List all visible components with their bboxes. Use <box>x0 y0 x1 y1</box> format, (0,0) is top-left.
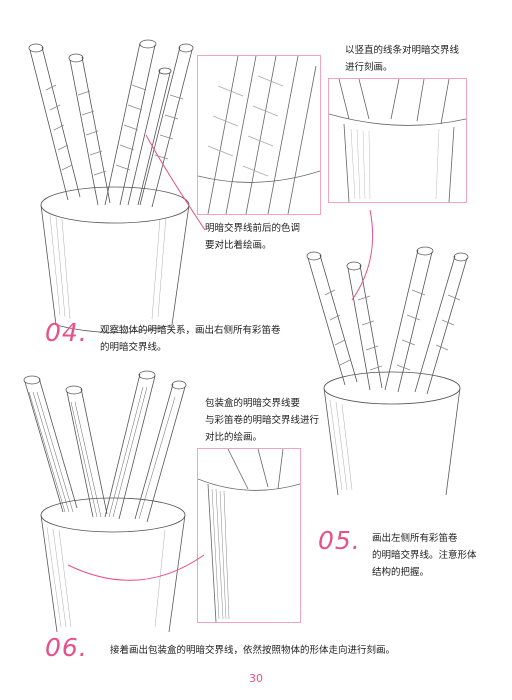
note-lower: 包装盒的明暗交界线要 与彩笛卷的明暗交界线进行 对比的绘画。 <box>205 395 319 446</box>
sketch-04 <box>28 39 194 333</box>
note-middle-line2: 要对比着绘画。 <box>205 240 272 251</box>
step-05-text: 画出左侧所有彩笛卷 的明暗交界线。注意形体 结构的把握。 <box>372 530 477 581</box>
note-middle-line1: 明暗交界线前后的色调 <box>205 223 301 234</box>
step-04-line2: 的明暗交界线。 <box>100 342 167 353</box>
note-top-right-line1: 以竖直的线条对明暗交界线 <box>345 45 460 56</box>
note-lower-line3: 对比的绘画。 <box>205 432 263 443</box>
sketch-06 <box>23 370 187 633</box>
note-top-right: 以竖直的线条对明暗交界线 进行刻画。 <box>345 42 459 76</box>
sketch-05 <box>306 246 469 496</box>
step-05-line2: 的明暗交界线。注意形体 <box>372 550 477 561</box>
note-lower-line1: 包装盒的明暗交界线要 <box>205 398 301 409</box>
step-06-line1: 接着画出包装盒的明暗交界线，依然按照物体的形体走向进行刻画。 <box>110 645 396 656</box>
note-lower-line2: 与彩笛卷的明暗交界线进行 <box>205 415 320 426</box>
step-05-number: 05. <box>318 526 361 555</box>
step-05-line3: 结构的把握。 <box>372 567 430 578</box>
detail-frame-3 <box>197 448 301 623</box>
step-05-line1: 画出左侧所有彩笛卷 <box>372 533 458 544</box>
note-top-right-line2: 进行刻画。 <box>345 62 393 73</box>
detail-frame-1 <box>197 55 321 215</box>
step-04-text: 观察物体的明暗关系，画出右侧所有彩笛卷 的明暗交界线。 <box>100 322 281 356</box>
detail-frame-2 <box>328 78 467 203</box>
note-middle: 明暗交界线前后的色调 要对比着绘画。 <box>205 220 300 254</box>
step-06-number: 06. <box>45 633 88 662</box>
step-06-text: 接着画出包装盒的明暗交界线，依然按照物体的形体走向进行刻画。 <box>110 642 395 659</box>
step-04-line1: 观察物体的明暗关系，画出右侧所有彩笛卷 <box>100 325 281 336</box>
step-04-number: 04. <box>45 318 88 347</box>
page-number: 30 <box>249 672 263 685</box>
